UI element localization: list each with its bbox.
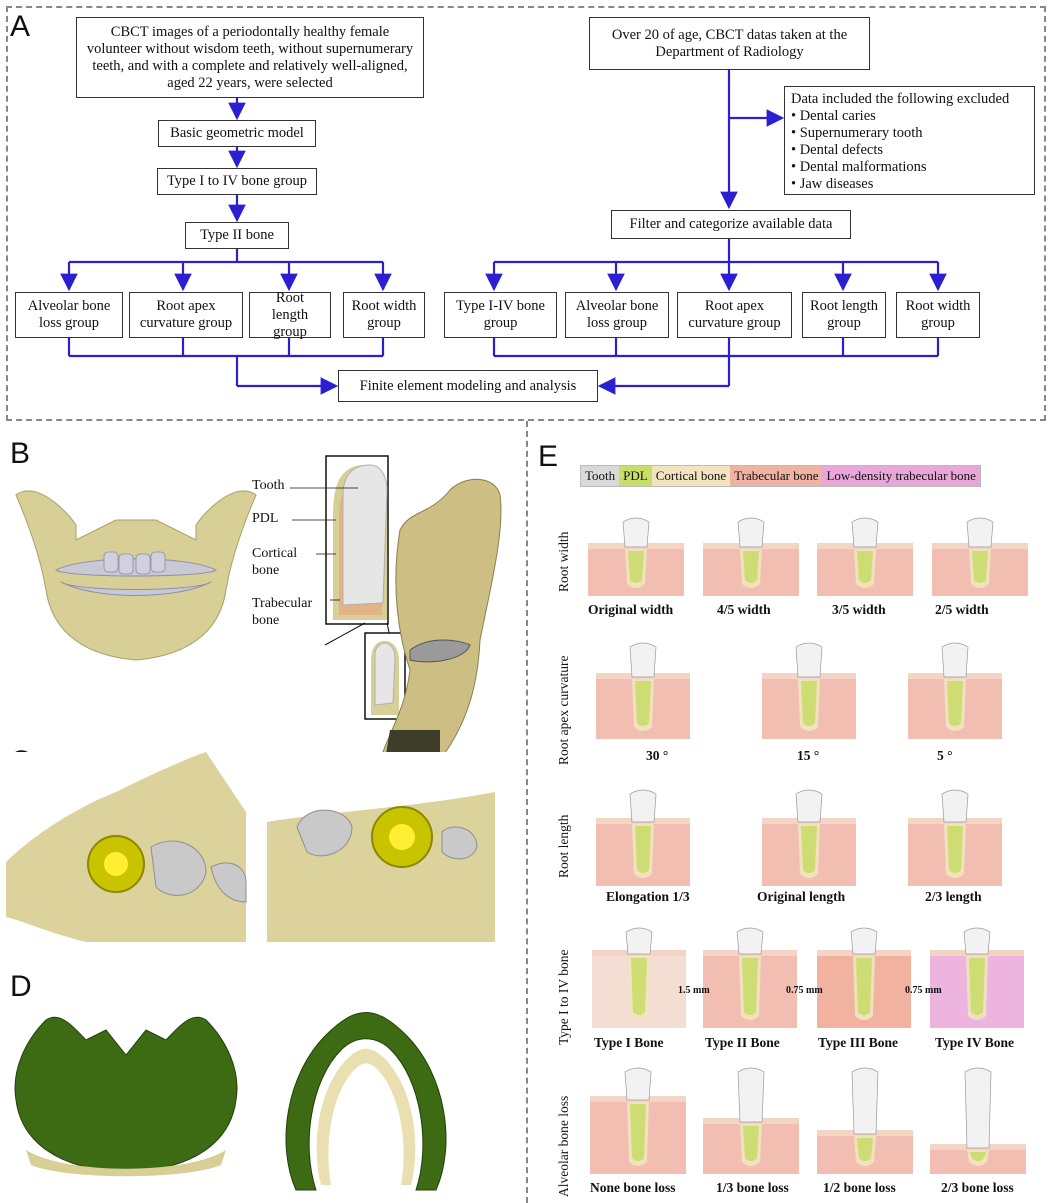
tooth-thumbnail bbox=[590, 1067, 686, 1174]
caption-type-2: Type II Bone bbox=[705, 1035, 780, 1050]
right-group-width: Root width group bbox=[896, 292, 980, 338]
type-group-box: Type I to IV bone group bbox=[157, 168, 317, 195]
panel-letter-d: D bbox=[10, 970, 32, 1003]
right-group-type: Type I-IV bone group bbox=[444, 292, 557, 338]
caption-elongation: Elongation 1/3 bbox=[606, 889, 690, 904]
label-cortical: Cortical bone bbox=[252, 546, 298, 578]
tooth-thumbnail bbox=[908, 642, 1002, 739]
type2-box: Type II bone bbox=[185, 222, 289, 249]
final-box: Finite element modeling and analysis bbox=[338, 370, 598, 402]
tooth-thumbnail bbox=[703, 517, 799, 596]
maxilla-green-image bbox=[14, 1017, 238, 1177]
row-label-apex: Root apex curvature bbox=[556, 655, 571, 765]
legend-cortical: Cortical bone bbox=[651, 466, 731, 486]
left-group-apex: Root apex curvature group bbox=[129, 292, 243, 338]
panel-divider bbox=[526, 421, 528, 1203]
mandible-front-image bbox=[15, 490, 257, 661]
legend-trabecular: Trabecular bone bbox=[730, 466, 823, 486]
caption-5-deg: 5 ° bbox=[937, 748, 953, 763]
excluded-title: Data included the following excluded bbox=[791, 91, 1010, 107]
left-top-box: CBCT images of a periodontally healthy f… bbox=[76, 17, 424, 98]
tooth-thumbnail bbox=[596, 642, 690, 739]
excluded-box: Data included the following excluded • D… bbox=[784, 86, 1035, 195]
caption-3-5-width: 3/5 width bbox=[832, 602, 886, 617]
tooth-thumbnail bbox=[817, 927, 911, 1028]
caption-2-3-loss: 2/3 bone loss bbox=[941, 1180, 1014, 1195]
maxilla-implant-image-2 bbox=[267, 752, 495, 942]
caption-30-deg: 30 ° bbox=[646, 748, 669, 763]
mandible-mesh-image bbox=[379, 478, 502, 761]
thickness-label: 0.75 mm bbox=[786, 985, 823, 996]
tooth-thumbnail bbox=[817, 517, 913, 596]
caption-2-5-width: 2/5 width bbox=[935, 602, 989, 617]
caption-no-loss: None bone loss bbox=[590, 1180, 676, 1195]
panel-letter-a: A bbox=[10, 10, 31, 43]
tooth-thumbnail bbox=[817, 1067, 913, 1174]
thickness-label: 1.5 mm bbox=[678, 985, 710, 996]
excluded-item: • Dental defects bbox=[791, 142, 884, 158]
maxilla-implant-image-1 bbox=[6, 752, 247, 942]
caption-4-5-width: 4/5 width bbox=[717, 602, 771, 617]
row-label-bone-type: Type I to IV bone bbox=[556, 949, 571, 1045]
flow-arrows bbox=[60, 70, 947, 395]
caption-type-4: Type IV Bone bbox=[935, 1035, 1015, 1050]
caption-15-deg: 15 ° bbox=[797, 748, 820, 763]
caption-type-1: Type I Bone bbox=[594, 1035, 664, 1050]
row-label-bone-loss: Alveolar bone loss bbox=[556, 1095, 571, 1197]
tooth-thumbnail bbox=[703, 1067, 799, 1174]
label-pdl: PDL bbox=[252, 511, 279, 526]
left-group-alveolar: Alveolar bone loss group bbox=[15, 292, 123, 338]
thickness-label: 0.75 mm bbox=[905, 985, 942, 996]
tooth-thumbnail bbox=[762, 789, 856, 886]
right-group-alveolar: Alveolar bone loss group bbox=[565, 292, 669, 338]
right-group-length: Root length group bbox=[802, 292, 886, 338]
tooth-thumbnail bbox=[762, 642, 856, 739]
tooth-section-diagram bbox=[324, 455, 406, 720]
tooth-thumbnail bbox=[932, 517, 1028, 596]
tooth-thumbnail bbox=[930, 1067, 1026, 1174]
caption-2-3-length: 2/3 length bbox=[925, 889, 982, 904]
excluded-item: • Dental caries bbox=[791, 108, 876, 124]
tooth-thumbnail bbox=[596, 789, 690, 886]
caption-original-length: Original length bbox=[757, 889, 846, 904]
label-tooth: Tooth bbox=[252, 478, 285, 493]
tooth-thumbnail bbox=[592, 927, 686, 1028]
legend-bar: Tooth PDL Cortical bone Trabecular bone … bbox=[580, 465, 981, 487]
label-leaders bbox=[290, 487, 358, 601]
left-group-length: Root length group bbox=[249, 290, 331, 340]
legend-tooth: Tooth bbox=[581, 466, 620, 486]
tooth-thumbnail bbox=[703, 927, 797, 1028]
mandible-green-image bbox=[285, 1012, 447, 1191]
legend-pdl: PDL bbox=[619, 466, 652, 486]
excluded-item: • Supernumerary tooth bbox=[791, 125, 923, 141]
right-group-apex: Root apex curvature group bbox=[677, 292, 792, 338]
tooth-thumbnail bbox=[908, 789, 1002, 886]
excluded-item: • Dental malformations bbox=[791, 159, 927, 175]
filter-box: Filter and categorize available data bbox=[611, 210, 851, 239]
tooth-thumbnail bbox=[930, 927, 1024, 1028]
legend-low-density: Low-density trabecular bone bbox=[822, 466, 980, 486]
panel-letter-e: E bbox=[538, 440, 559, 473]
excluded-item: • Jaw diseases bbox=[791, 176, 874, 192]
panel-a-frame bbox=[6, 6, 1046, 421]
basic-model-box: Basic geometric model bbox=[158, 120, 316, 147]
label-trabecular: Trabecular bone bbox=[252, 596, 313, 628]
right-top-box: Over 20 of age, CBCT datas taken at the … bbox=[589, 17, 870, 70]
tooth-thumbnail bbox=[588, 517, 684, 596]
left-group-width: Root width group bbox=[343, 292, 425, 338]
panel-letter-b: B bbox=[10, 437, 31, 470]
caption-1-2-loss: 1/2 bone loss bbox=[823, 1180, 896, 1195]
caption-original-width: Original width bbox=[588, 602, 674, 617]
caption-1-3-loss: 1/3 bone loss bbox=[716, 1180, 789, 1195]
row-label-root-width: Root width bbox=[556, 531, 571, 592]
row-label-root-length: Root length bbox=[556, 814, 571, 878]
caption-type-3: Type III Bone bbox=[818, 1035, 899, 1050]
